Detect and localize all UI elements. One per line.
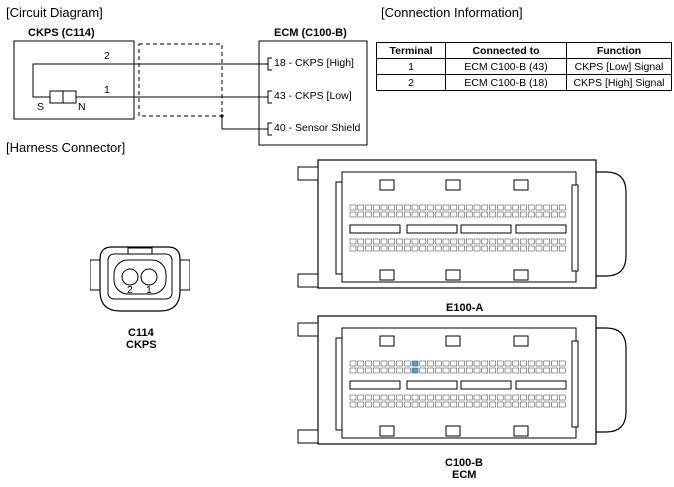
header-connected-to: Connected to — [445, 42, 567, 59]
ecm-title: ECM (C100-B) — [274, 27, 347, 39]
section-connection-information: [Connection Information] — [381, 5, 523, 20]
cell-function: CKPS [Low] Signal — [566, 58, 672, 75]
ecm-box — [258, 40, 368, 146]
connection-table: Terminal Connected to Function 1 ECM C10… — [376, 42, 672, 91]
wire-shield — [221, 116, 268, 130]
sensor-box — [13, 40, 135, 120]
ecm-pin-40-label: 40 - Sensor Shield — [274, 122, 361, 134]
ckps-pin-1-socket — [140, 268, 158, 286]
shield-dashed-box — [138, 43, 223, 117]
wire-pin2 — [32, 63, 268, 98]
connection-table-header: Terminal Connected to Function — [376, 42, 672, 59]
ckps-connector-drawing — [90, 246, 190, 312]
ecm-pin43-bracket — [267, 90, 272, 104]
cell-function: CKPS [High] Signal — [566, 74, 672, 91]
ecm-pin-43-label: 43 - CKPS [Low] — [274, 90, 352, 102]
sensor-pin-bottom-label: 1 — [104, 84, 110, 96]
ckps-pin-1-label: 1 — [146, 284, 152, 296]
sensor-pole-n: N — [78, 101, 86, 113]
sensor-pin-top-label: 2 — [104, 50, 110, 62]
ecm-b-label-c100b: C100-B — [445, 457, 483, 469]
ckps-label-c114: C114 — [128, 327, 154, 339]
sensor-pole-s: S — [37, 101, 45, 113]
ecm-b-label-ecm: ECM — [452, 469, 477, 481]
section-circuit-diagram: [Circuit Diagram] — [6, 5, 103, 20]
sensor-title: CKPS (C114) — [28, 27, 95, 39]
ecm-pin18-bracket — [267, 57, 272, 71]
ecm-a-label: E100-A — [446, 302, 484, 314]
ecm-pin40-bracket — [267, 122, 272, 136]
ckps-pin-2-label: 2 — [127, 284, 133, 296]
ckps-label-ckps: CKPS — [126, 339, 157, 351]
shield-junction — [220, 114, 224, 118]
section-harness-connector: [Harness Connector] — [6, 140, 126, 155]
ckps-pin-2-socket — [121, 268, 139, 286]
cell-connected-to: ECM C100-B (18) — [445, 74, 567, 91]
ecm-pin-18-label: 18 - CKPS [High] — [274, 57, 354, 69]
table-row: 2 ECM C100-B (18) CKPS [High] Signal — [376, 74, 672, 91]
